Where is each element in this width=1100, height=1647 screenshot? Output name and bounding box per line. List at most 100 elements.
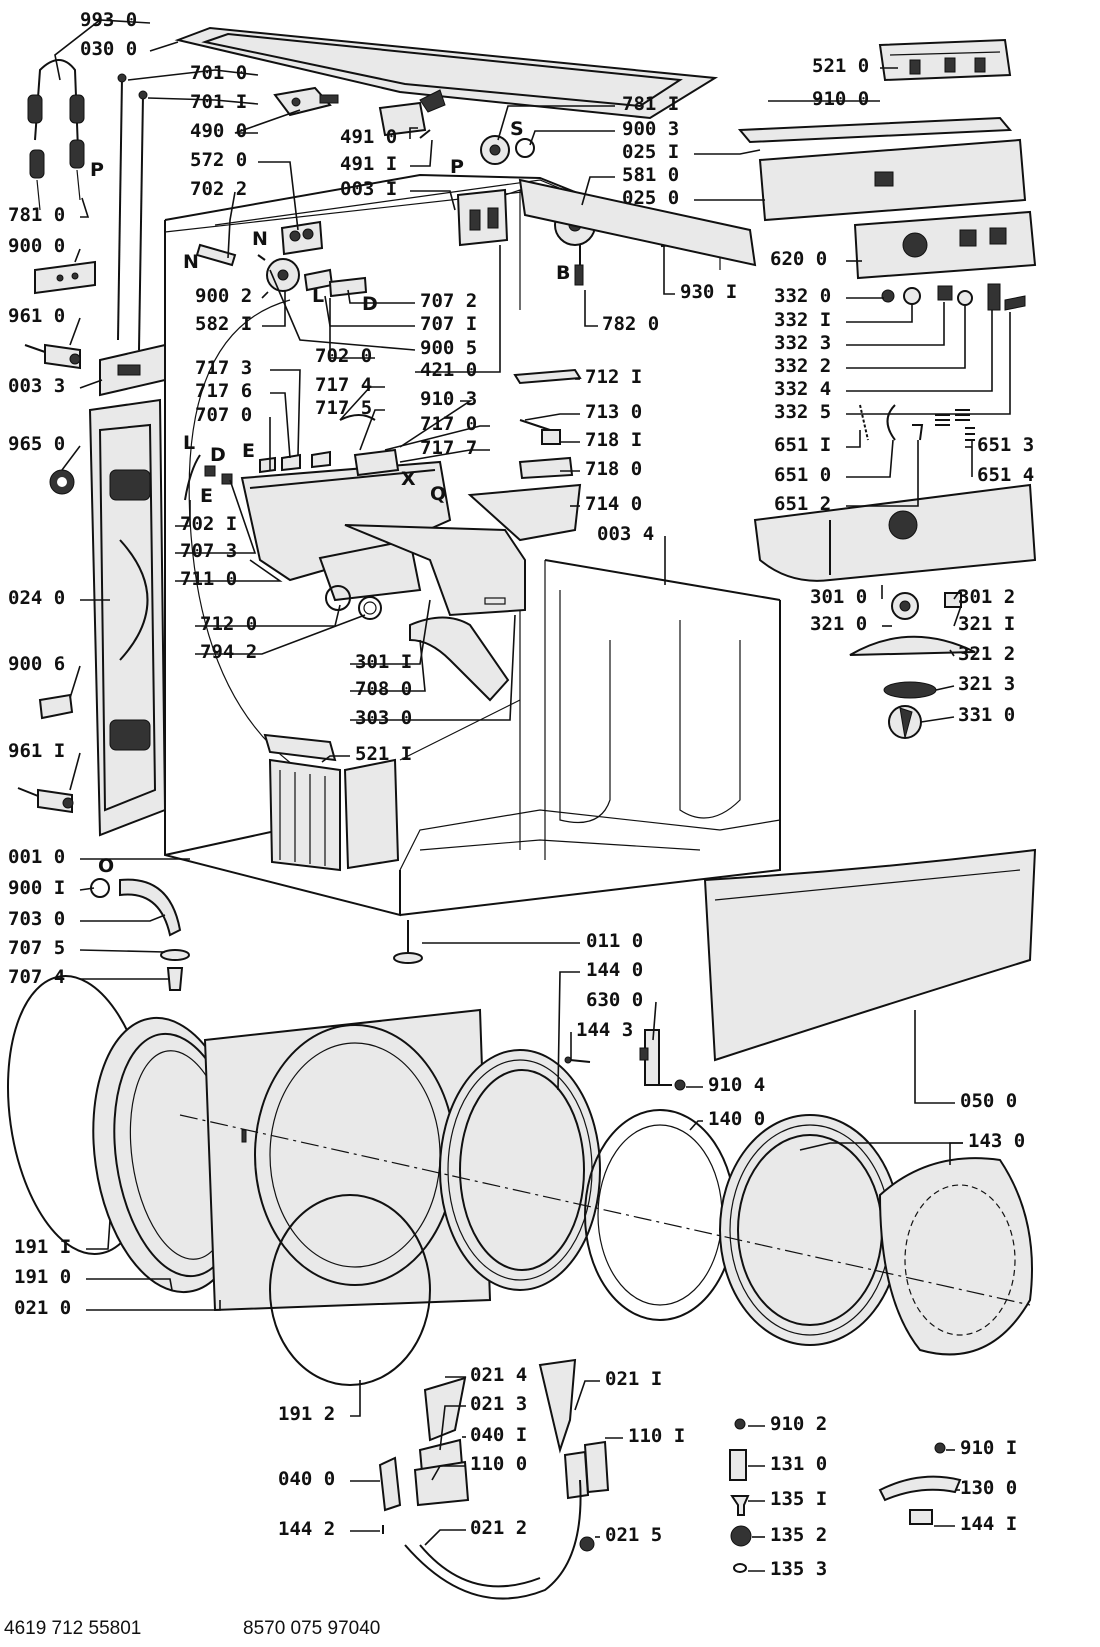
part-label-930-1: 930 I bbox=[680, 281, 737, 303]
drawer-301-1-part bbox=[344, 524, 526, 617]
part-label-490-0: 490 0 bbox=[190, 120, 247, 142]
leader-line bbox=[410, 190, 456, 211]
part-label-011-0: 011 0 bbox=[586, 930, 643, 952]
part-label-143-0: 143 0 bbox=[968, 1130, 1025, 1152]
leader-line bbox=[574, 1380, 600, 1411]
leader-line bbox=[799, 1142, 963, 1151]
leader-line bbox=[652, 1001, 657, 1041]
part-label-712-0: 712 0 bbox=[200, 613, 257, 635]
hose-703-0-part bbox=[90, 878, 190, 991]
part-label-001-0: 001 0 bbox=[8, 846, 65, 868]
part-label-961-0: 961 0 bbox=[8, 305, 65, 327]
knobs-321-part bbox=[849, 592, 976, 739]
part-label-910-4: 910 4 bbox=[708, 1074, 765, 1096]
part-label-140-0: 140 0 bbox=[708, 1108, 765, 1130]
part-label-491-0: 491 0 bbox=[340, 126, 397, 148]
part-label-717-0: 717 0 bbox=[420, 413, 477, 435]
letter-s: S bbox=[510, 118, 524, 140]
control-module-521-0-part bbox=[878, 38, 1012, 82]
leader-line bbox=[953, 605, 962, 627]
part-label-702-0: 702 0 bbox=[315, 345, 372, 367]
leader-line bbox=[350, 1380, 361, 1417]
leader-line bbox=[846, 304, 913, 323]
leader-line bbox=[350, 599, 431, 665]
leader-line bbox=[175, 559, 283, 582]
leader-line bbox=[79, 379, 103, 389]
front-panel-021-0-part bbox=[203, 1008, 492, 1312]
leader-line bbox=[424, 1529, 466, 1546]
leader-line bbox=[149, 41, 179, 52]
outer-door-part bbox=[878, 1157, 1033, 1356]
leader-line bbox=[663, 246, 675, 295]
leader-line bbox=[69, 317, 81, 346]
leader-line bbox=[261, 291, 269, 299]
leader-line bbox=[914, 1010, 955, 1104]
leader-line bbox=[270, 369, 301, 456]
part-label-030-0: 030 0 bbox=[80, 38, 137, 60]
leader-line bbox=[69, 752, 81, 791]
part-label-702-2: 702 2 bbox=[190, 178, 247, 200]
panel-025-part bbox=[737, 116, 1027, 222]
leader-line bbox=[227, 191, 236, 259]
part-label-708-0: 708 0 bbox=[355, 678, 412, 700]
part-label-910-0: 910 0 bbox=[812, 88, 869, 110]
buttons-332-part bbox=[881, 283, 1026, 311]
part-label-301-1: 301 I bbox=[355, 651, 412, 673]
seal-794-2-part bbox=[358, 596, 382, 620]
part-label-703-0: 703 0 bbox=[8, 908, 65, 930]
leader-line bbox=[846, 302, 945, 346]
part-label-900-5: 900 5 bbox=[420, 337, 477, 359]
part-label-651-1: 651 I bbox=[774, 434, 831, 456]
hose-781-0-part bbox=[27, 59, 85, 211]
leader-line bbox=[54, 19, 151, 81]
pump-582-1-part bbox=[257, 254, 300, 292]
leader-line bbox=[175, 479, 257, 554]
valve-490-0-part bbox=[273, 86, 339, 117]
leader-line bbox=[949, 649, 955, 657]
leader-line bbox=[329, 298, 375, 359]
side-panel-part bbox=[88, 398, 167, 837]
top-cover-part bbox=[174, 26, 719, 120]
part-label-040-1: 040 I bbox=[470, 1424, 527, 1446]
part-label-910-3: 910 3 bbox=[420, 388, 477, 410]
leader-line bbox=[409, 127, 418, 139]
footer-left-code: 4619 712 55801 bbox=[4, 1618, 141, 1639]
part-label-332-2: 332 2 bbox=[774, 355, 831, 377]
part-label-135-2: 135 2 bbox=[770, 1524, 827, 1546]
part-label-701-0: 701 0 bbox=[190, 62, 247, 84]
springs-651-part bbox=[859, 404, 975, 441]
leader-line bbox=[127, 69, 259, 81]
part-label-332-3: 332 3 bbox=[774, 332, 831, 354]
part-label-521-1: 521 I bbox=[355, 743, 412, 765]
part-label-130-0: 130 0 bbox=[960, 1477, 1017, 1499]
part-label-110-1: 110 I bbox=[628, 1425, 685, 1447]
leader-line bbox=[431, 1465, 466, 1481]
leader-line bbox=[846, 310, 993, 392]
leader-line bbox=[74, 248, 81, 263]
part-label-321-1: 321 I bbox=[958, 613, 1015, 635]
leader-line bbox=[269, 269, 416, 351]
leader-line bbox=[359, 409, 385, 451]
drawing-layer: P N N L D S P B E L D E X Q O bbox=[6, 26, 1037, 1600]
part-label-321-0: 321 0 bbox=[810, 613, 867, 635]
part-label-003-3: 003 3 bbox=[8, 375, 65, 397]
part-label-572-0: 572 0 bbox=[190, 149, 247, 171]
hose-707-part bbox=[184, 454, 233, 501]
leader-line bbox=[80, 197, 90, 218]
foot-011-0-part bbox=[393, 920, 423, 964]
footer-right-code: 8570 075 97040 bbox=[243, 1618, 380, 1639]
part-label-782-0: 782 0 bbox=[602, 313, 659, 335]
part-label-781-1: 781 I bbox=[622, 93, 679, 115]
part-label-900-3: 900 3 bbox=[622, 118, 679, 140]
part-label-717-7: 717 7 bbox=[420, 437, 477, 459]
part-label-021-0: 021 0 bbox=[14, 1297, 71, 1319]
part-label-965-0: 965 0 bbox=[8, 433, 65, 455]
assembly-axis-line bbox=[179, 1114, 1031, 1306]
part-label-781-0: 781 0 bbox=[8, 204, 65, 226]
leader-line bbox=[234, 109, 301, 134]
part-label-301-0: 301 0 bbox=[810, 586, 867, 608]
bracket-003-3-part bbox=[99, 343, 166, 397]
letter-e-upper: E bbox=[242, 440, 255, 462]
part-label-711-0: 711 0 bbox=[180, 568, 237, 590]
part-label-900-6: 900 6 bbox=[8, 653, 65, 675]
